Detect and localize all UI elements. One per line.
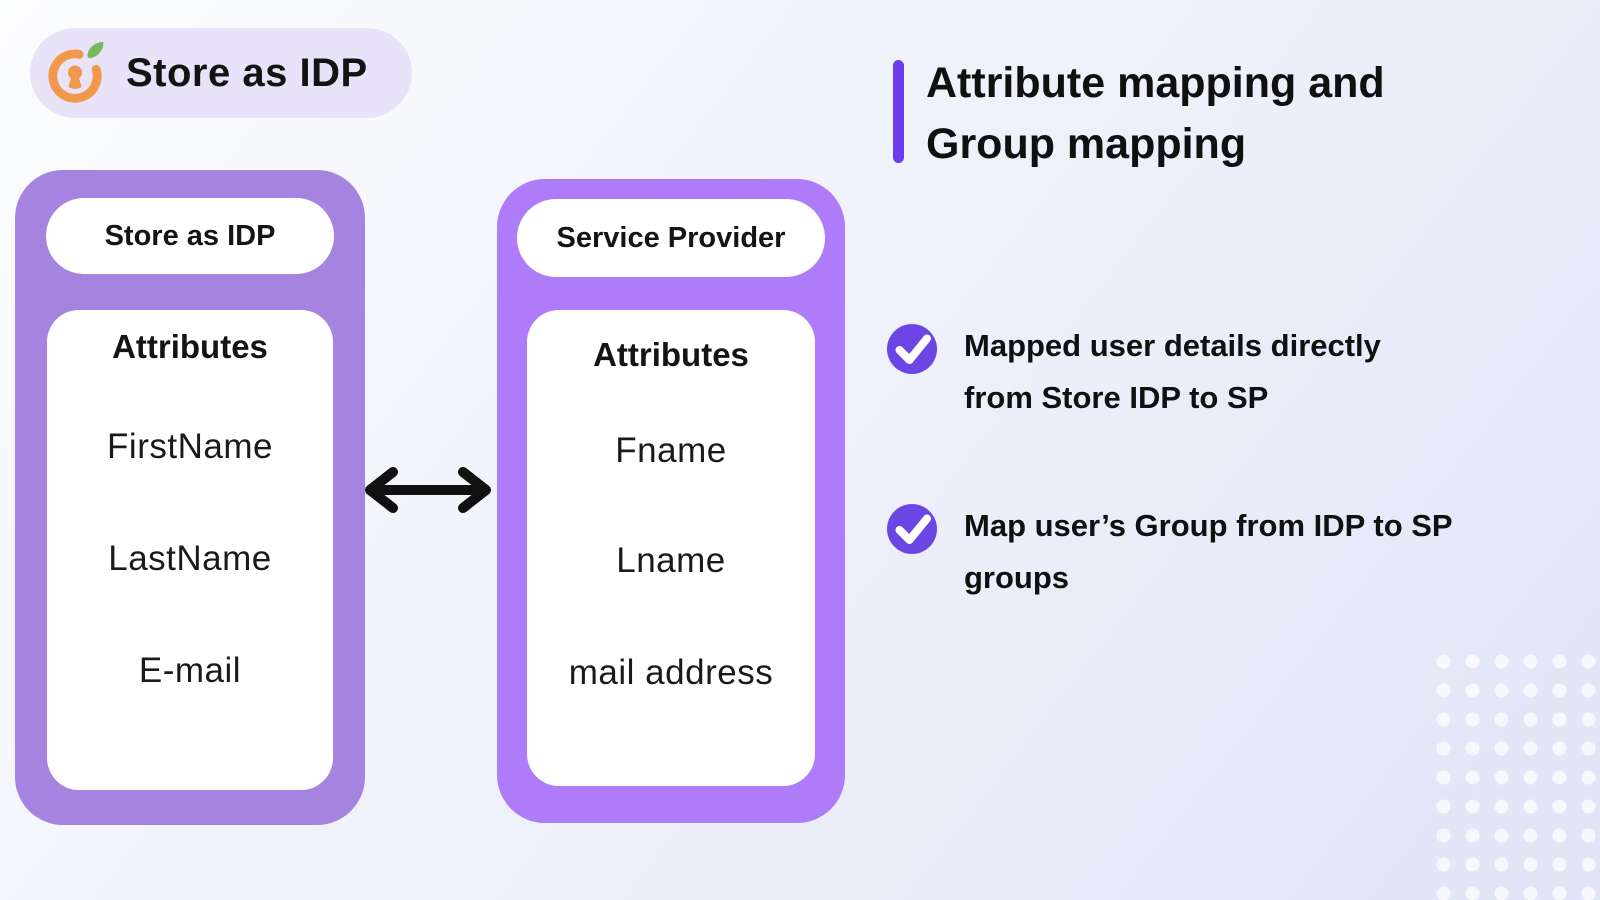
idp-attributes-title: Attributes bbox=[112, 328, 268, 365]
sp-card-body: Attributes Fname Lname mail address bbox=[527, 310, 815, 786]
heading-accent-bar bbox=[893, 60, 904, 163]
bullet2-line2: groups bbox=[964, 560, 1070, 595]
page-title-line2: Group mapping bbox=[926, 120, 1247, 168]
sp-attributes-title: Attributes bbox=[593, 336, 749, 373]
bullet1-line1: Mapped user details directly bbox=[964, 328, 1381, 363]
check-circle-icon bbox=[887, 504, 937, 554]
bullet1-line2: from Store IDP to SP bbox=[964, 380, 1269, 415]
idp-card: Store as IDP Attributes FirstName LastNa… bbox=[15, 170, 365, 825]
bullet-group-mapping: Map user’s Group from IDP to SP groups bbox=[886, 500, 1564, 604]
idp-card-header-label: Store as IDP bbox=[104, 219, 276, 252]
bullet-group-mapping-text: Map user’s Group from IDP to SP groups bbox=[964, 500, 1564, 604]
orange-keyhole-leaf-logo-icon bbox=[48, 41, 104, 103]
service-provider-card: Service Provider Attributes Fname Lname … bbox=[497, 179, 845, 823]
bullet-attribute-mapping: Mapped user details directly from Store … bbox=[886, 320, 1564, 424]
check-circle-icon bbox=[887, 324, 937, 374]
sp-attr-lname: Lname bbox=[616, 541, 726, 580]
sp-card-header: Service Provider bbox=[517, 199, 825, 277]
idp-card-body: Attributes FirstName LastName E-mail bbox=[47, 310, 333, 790]
store-idp-badge: Store as IDP bbox=[30, 28, 412, 118]
badge-label: Store as IDP bbox=[126, 50, 368, 95]
idp-attr-email: E-mail bbox=[138, 651, 242, 690]
idp-card-header: Store as IDP bbox=[46, 198, 334, 274]
idp-attr-firstname: FirstName bbox=[107, 427, 273, 466]
page-title-line1: Attribute mapping and bbox=[926, 59, 1385, 107]
bullet2-line1: Map user’s Group from IDP to SP bbox=[964, 508, 1453, 543]
sp-attr-fname: Fname bbox=[615, 431, 727, 470]
sp-card-header-label: Service Provider bbox=[556, 221, 786, 254]
mapping-double-arrow-icon bbox=[365, 467, 491, 513]
dot-grid-decoration bbox=[1428, 644, 1600, 900]
bullet-attribute-mapping-text: Mapped user details directly from Store … bbox=[964, 320, 1564, 424]
sp-attr-mail-address: mail address bbox=[568, 653, 774, 692]
page-title: Attribute mapping and Group mapping bbox=[926, 53, 1526, 175]
idp-attr-lastname: LastName bbox=[108, 539, 272, 578]
